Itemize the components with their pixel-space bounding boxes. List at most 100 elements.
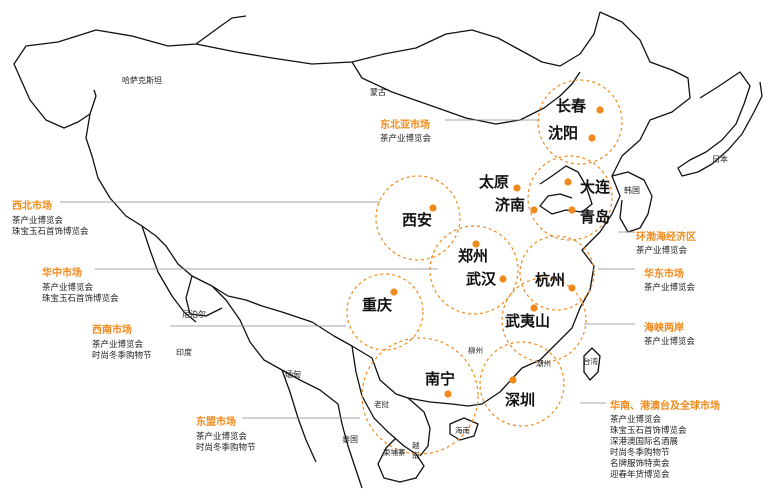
market-northeast-title: 东北亚市场 (380, 120, 430, 131)
south-asia-borders (141, 225, 223, 323)
market-central: 华中市场 茶产业博览会 珠宝玉石首饰博览会 (42, 263, 119, 305)
dot-shenzhen (509, 376, 517, 384)
market-east-title: 华东市场 (644, 269, 684, 280)
ring-asean (361, 337, 479, 455)
label-vietnam: 越南 (412, 441, 420, 460)
city-jinan: 济南 (495, 196, 526, 214)
market-south: 华南、港澳台及全球市场 茶产业博览会 珠宝玉石首饰博览会 深港澳国际名酒展 时尚… (610, 396, 720, 481)
market-bohai-title: 环渤海经济区 (636, 232, 696, 243)
market-northwest-title: 西北市场 (12, 201, 52, 212)
dot-nanning (444, 390, 452, 398)
label-taiwan: 台湾 (583, 357, 598, 366)
dot-dalian (564, 178, 572, 186)
market-northeast: 东北亚市场 茶产业博览会 (380, 115, 431, 145)
city-wuyishan: 武夷山 (505, 312, 551, 330)
dot-jinan (530, 206, 538, 214)
market-strait-item: 茶产业博览会 (644, 337, 696, 347)
ring-south (479, 341, 565, 427)
label-chaozhou: 潮州 (536, 359, 551, 368)
city-xian: 西安 (402, 211, 433, 229)
ring-southwest (346, 273, 424, 351)
ring-east (519, 235, 595, 311)
city-wuhan: 武汉 (466, 270, 497, 288)
market-south-item: 名牌服饰特卖会 (610, 459, 670, 469)
label-india: 印度 (176, 348, 192, 357)
city-hangzhou: 杭州 (535, 271, 566, 289)
market-strait-title: 海峡两岸 (644, 323, 684, 334)
dot-wuyishan (530, 304, 538, 312)
city-nanning: 南宁 (425, 370, 456, 388)
market-southwest-title: 西南市场 (92, 325, 132, 336)
label-cambodia: 柬埔寨 (383, 448, 406, 457)
market-central-item: 茶产业博览会 (42, 283, 94, 293)
label-mongolia: 蒙古 (370, 88, 386, 97)
market-asean-item: 时尚冬季购物节 (196, 443, 256, 453)
market-south-item: 珠宝玉石首饰博览会 (610, 426, 687, 436)
market-south-item: 茶产业博览会 (610, 415, 662, 425)
dot-changchun (596, 106, 604, 114)
ring-northeast (537, 79, 623, 165)
label-nepal: 尼泊尔 (182, 310, 206, 319)
ring-central (429, 225, 519, 315)
bohai-coast (539, 165, 593, 215)
market-northeast-item: 茶产业博览会 (380, 134, 432, 144)
dot-xian (429, 204, 437, 212)
market-bohai: 环渤海经济区 茶产业博览会 (636, 227, 696, 257)
mongolia-border (195, 11, 601, 125)
label-laos: 老挝 (374, 400, 389, 409)
label-korea: 韩国 (624, 186, 640, 195)
city-shenyang: 沈阳 (548, 124, 579, 142)
market-northwest: 西北市场 茶产业博览会 珠宝玉石首饰博览会 (12, 196, 89, 238)
indochina-borders (211, 285, 431, 489)
taiwan-island (583, 347, 601, 381)
city-shenzhen: 深圳 (505, 391, 536, 409)
market-southwest-item: 时尚冬季购物节 (92, 351, 152, 361)
dot-hangzhou (568, 284, 576, 292)
japan-island (677, 71, 763, 177)
market-central-title: 华中市场 (42, 268, 82, 279)
market-northwest-item: 珠宝玉石首饰博览会 (12, 227, 89, 237)
label-kazakhstan: 哈萨克斯坦 (122, 76, 162, 85)
label-liuzhou: 柳州 (468, 346, 483, 355)
label-japan: 日本 (712, 155, 728, 164)
ring-northwest (375, 175, 461, 261)
market-southwest-item: 茶产业博览会 (92, 340, 144, 350)
market-south-item: 深港澳国际名酒展 (610, 437, 679, 447)
market-asean: 东盟市场 茶产业博览会 时尚冬季购物节 (196, 412, 256, 454)
market-east: 华东市场 茶产业博览会 (644, 264, 695, 294)
city-taiyuan: 太原 (479, 173, 510, 191)
market-southwest: 西南市场 茶产业博览会 时尚冬季购物节 (92, 320, 152, 362)
label-hainan: 海南 (455, 426, 470, 435)
ring-bohai (527, 155, 613, 241)
china-border (85, 11, 691, 407)
hainan-island (449, 417, 479, 441)
label-myanmar: 缅甸 (285, 370, 301, 379)
market-central-item: 珠宝玉石首饰博览会 (42, 294, 119, 304)
market-south-item: 迎春年货博览会 (610, 470, 670, 480)
city-dalian: 大连 (580, 178, 611, 196)
market-asean-item: 茶产业博览会 (196, 432, 248, 442)
city-zhengzhou: 郑州 (458, 247, 489, 265)
dot-taiyuan (513, 184, 521, 192)
kazakhstan-border (13, 15, 247, 129)
dot-chongqing (390, 288, 398, 296)
city-qingdao: 青岛 (580, 208, 611, 226)
dot-zhengzhou (472, 240, 480, 248)
leader-lines (60, 119, 635, 419)
market-south-title: 华南、港澳台及全球市场 (610, 401, 720, 412)
market-strait: 海峡两岸 茶产业博览会 (644, 318, 695, 348)
korea-border (611, 171, 653, 233)
market-east-item: 茶产业博览会 (644, 283, 696, 293)
city-changchun: 长春 (556, 97, 587, 115)
city-chongqing: 重庆 (362, 296, 393, 314)
market-bohai-item: 茶产业博览会 (636, 246, 688, 256)
ring-strait (501, 277, 587, 363)
label-thailand: 泰国 (342, 435, 358, 444)
market-northwest-item: 茶产业博览会 (12, 216, 64, 226)
market-south-item: 时尚冬季购物节 (610, 448, 670, 458)
dot-qingdao (568, 206, 576, 214)
dot-shenyang (588, 134, 596, 142)
market-asean-title: 东盟市场 (196, 417, 236, 428)
